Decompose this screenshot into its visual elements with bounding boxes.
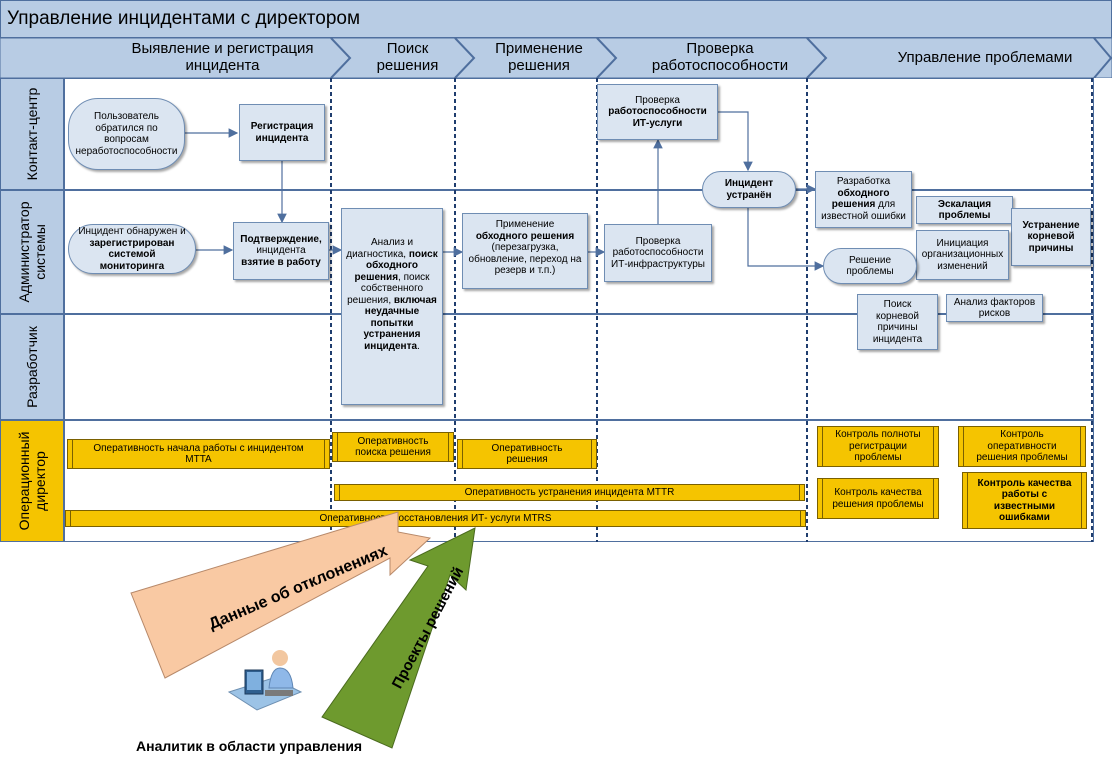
node-workaround-c: для известной ошибки bbox=[821, 199, 906, 222]
node-detected-a: Инцидент обнаружен и bbox=[78, 226, 186, 237]
phase-search-line2: решения bbox=[376, 57, 439, 74]
node-check-it-service-a: Проверка bbox=[635, 94, 680, 106]
node-root-fix[interactable]: Устранение корневой причины bbox=[1011, 208, 1091, 266]
phase-detection-line2: инцидента bbox=[185, 57, 260, 74]
metric-mttr[interactable]: Оперативность устранения инцидента MTTR bbox=[334, 484, 805, 501]
node-escalation-text: Эскалация проблемы bbox=[937, 198, 992, 222]
metric-operational-solution[interactable]: Контроль оперативности решения проблемы bbox=[958, 426, 1086, 467]
node-workaround-a: Разработка bbox=[836, 176, 891, 187]
analyst-icon bbox=[227, 650, 303, 711]
node-root-fix-text: Устранение корневой причины bbox=[1022, 219, 1080, 254]
node-user-request[interactable]: Пользователь обратился по вопросам нераб… bbox=[68, 98, 185, 170]
lane-developer: Разработчик bbox=[0, 314, 64, 420]
node-confirm-a: Подтверждение, bbox=[240, 233, 322, 245]
phase-chevrons bbox=[0, 38, 1112, 78]
metric-apply-line1: Оперативность bbox=[491, 442, 563, 454]
node-org-changes[interactable]: Инициация организационных изменений bbox=[916, 230, 1009, 280]
analyst-label: Аналитик в области управления bbox=[136, 738, 363, 754]
phase-check: Проверка работоспособности bbox=[620, 40, 820, 74]
metric-mtta-line2: MTTA bbox=[185, 454, 212, 465]
metric-known-errors-quality[interactable]: Контроль качества работы с известными ош… bbox=[962, 472, 1087, 529]
phase-apply-line2: решения bbox=[508, 57, 570, 74]
lane-contact-center: Контакт-центр bbox=[0, 78, 64, 190]
phase-problems-line1: Управление проблемами bbox=[897, 49, 1073, 66]
node-apply-c: (перезагрузка, обновление, переход на ре… bbox=[468, 242, 582, 276]
metric-apply[interactable]: Оперативность решения bbox=[457, 439, 597, 469]
node-analysis-e: . bbox=[417, 340, 420, 352]
phase-search: Поиск решения bbox=[355, 40, 460, 74]
phase-detection: Выявление и регистрация инцидента bbox=[110, 40, 335, 74]
node-confirm[interactable]: Подтверждение, инцидента взятие в работу bbox=[233, 222, 329, 280]
node-analysis-b: поиск обходного решения bbox=[354, 248, 438, 283]
phase-check-line2: работоспособности bbox=[651, 57, 789, 74]
node-check-infra[interactable]: Проверка работоспособности ИТ-инфраструк… bbox=[604, 224, 712, 282]
node-check-it-service-b: работоспособности ИТ-услуги bbox=[608, 106, 707, 129]
node-apply-a: Применение bbox=[495, 219, 555, 230]
node-escalation[interactable]: Эскалация проблемы bbox=[916, 196, 1013, 224]
arrow-service-to-resolved bbox=[718, 111, 753, 172]
node-analysis-d: включая неудачные попытки устранения инц… bbox=[363, 294, 437, 352]
phase-detection-line1: Выявление и регистрация bbox=[131, 40, 314, 57]
diagram-title: Управление инцидентами с директором bbox=[0, 0, 1112, 38]
metric-apply-line2: решения bbox=[506, 454, 548, 465]
node-registration[interactable]: Регистрация инцидента bbox=[239, 104, 325, 161]
metric-search-line2: поиска решения bbox=[355, 447, 431, 458]
node-apply-b: обходного решения bbox=[475, 230, 575, 242]
node-problem-solution[interactable]: Решение проблемы bbox=[823, 248, 917, 284]
metric-registration-completeness[interactable]: Контроль полноты регистрации проблемы bbox=[817, 426, 939, 467]
node-check-it-service[interactable]: Проверка работоспособности ИТ-услуги bbox=[597, 84, 718, 140]
arrow-resolved-to-problem bbox=[747, 208, 825, 271]
node-workaround[interactable]: Разработка обходного решения для известн… bbox=[815, 171, 912, 228]
node-detected-b: зарегистрирован системой мониторинга bbox=[89, 237, 175, 272]
metric-search-line1: Оперативность bbox=[357, 435, 429, 447]
node-registration-text: Регистрация инцидента bbox=[250, 121, 314, 144]
projects-arrow bbox=[321, 527, 476, 749]
metric-search[interactable]: Оперативность поиска решения bbox=[332, 432, 454, 462]
node-workaround-b: обходного решения bbox=[831, 187, 890, 211]
metric-solution-quality[interactable]: Контроль качества решения проблемы bbox=[817, 478, 939, 519]
node-confirm-c: взятие в работу bbox=[241, 256, 321, 268]
node-apply-workaround[interactable]: Применение обходного решения (перезагруз… bbox=[462, 213, 588, 289]
node-resolved-text: Инцидент устранён bbox=[724, 178, 774, 201]
node-incident-resolved[interactable]: Инцидент устранён bbox=[702, 171, 796, 208]
node-analysis-c: , поиск собственного решения, bbox=[347, 271, 430, 306]
node-confirm-b: инцидента bbox=[256, 245, 306, 257]
node-root-search[interactable]: Поиск корневой причины инцидента bbox=[857, 294, 938, 350]
node-analysis-a: Анализ и диагностика, bbox=[346, 237, 414, 260]
phase-problems: Управление проблемами bbox=[880, 49, 1090, 66]
phase-search-line1: Поиск bbox=[386, 40, 429, 57]
phase-header: Выявление и регистрация инцидента Поиск … bbox=[0, 38, 1112, 78]
node-analysis[interactable]: Анализ и диагностика, поиск обходного ре… bbox=[341, 208, 443, 405]
metric-mtta-line1: Оперативность начала работы с инцидентом bbox=[93, 442, 304, 454]
deviation-arrow bbox=[130, 511, 432, 679]
metric-mtrs[interactable]: Оперативность восстановления ИТ- услуги … bbox=[65, 510, 806, 527]
node-risk-analysis[interactable]: Анализ факторов рисков bbox=[946, 294, 1043, 322]
phase-apply: Применение решения bbox=[474, 40, 604, 74]
metric-mtta[interactable]: Оперативность начала работы с инцидентом… bbox=[67, 439, 330, 469]
node-incident-detected[interactable]: Инцидент обнаружен и зарегистрирован сис… bbox=[68, 224, 196, 274]
phase-apply-line1: Применение bbox=[495, 40, 583, 57]
phase-check-line1: Проверка bbox=[686, 40, 754, 57]
